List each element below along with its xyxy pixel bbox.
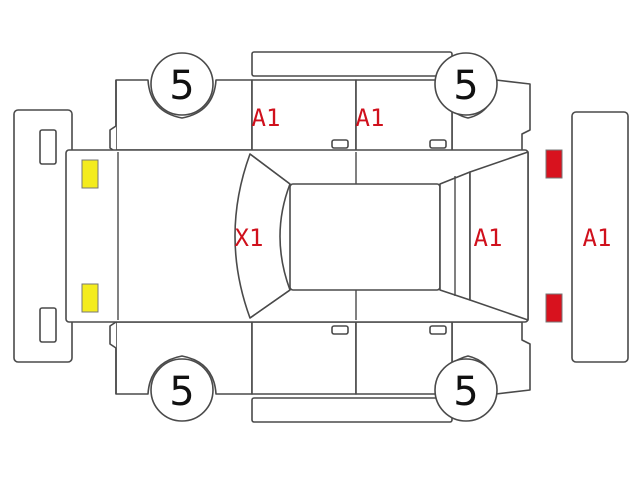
rear-right-tire: 5 <box>434 358 498 422</box>
tire-rating-front-left: 5 <box>169 63 194 109</box>
rear-left-light-icon <box>545 149 563 179</box>
damage-code-rear-bumper: A1 <box>583 224 612 252</box>
right-side-skirt <box>251 397 453 423</box>
rear-bumper <box>571 111 629 363</box>
damage-code-rear-window: A1 <box>474 224 503 252</box>
right-side-panel <box>109 321 531 395</box>
tire-rating-rear-left: 5 <box>453 63 478 109</box>
front-bumper <box>13 109 73 363</box>
damage-code-left-rear-door: A1 <box>356 104 385 132</box>
tire-rating-rear-right: 5 <box>453 369 478 415</box>
left-side-skirt <box>251 51 453 77</box>
rear-left-tire: 5 <box>434 52 498 116</box>
damage-code-left-front-door: A1 <box>252 104 281 132</box>
car-body-top-view <box>65 149 529 323</box>
front-left-tire: 5 <box>150 52 214 116</box>
damage-code-windshield: X1 <box>235 224 264 252</box>
front-right-light-icon <box>81 283 99 313</box>
front-left-light-icon <box>81 159 99 189</box>
rear-right-light-icon <box>545 293 563 323</box>
front-right-tire: 5 <box>150 358 214 422</box>
left-side-panel <box>109 79 531 153</box>
tire-rating-front-right: 5 <box>169 369 194 415</box>
